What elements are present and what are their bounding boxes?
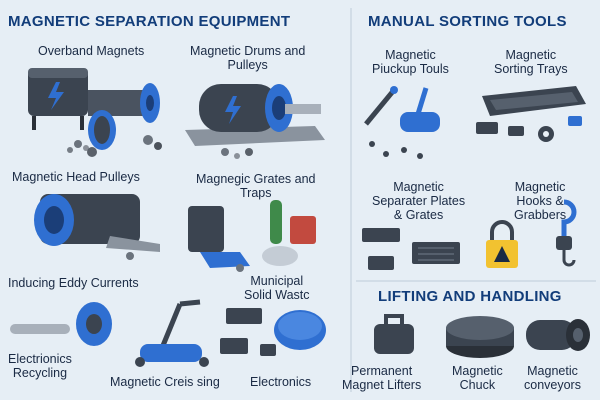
label-inducing-eddy-currents: Inducing Eddy Currents	[8, 276, 139, 290]
label-permanent-magnet-lifters: Permanent Magnet Lifters	[342, 364, 422, 392]
separator-plates-illustration	[362, 228, 460, 270]
padlock-icon	[490, 220, 514, 240]
section-divider-lifting	[356, 280, 596, 282]
grates-traps-illustration	[188, 200, 316, 272]
label-overband-magnets: Overband Magnets	[38, 44, 145, 58]
electronics-recycling-illustration	[10, 302, 112, 346]
heading-lifting-handling: LIFTING AND HANDLING	[378, 288, 562, 305]
label-magnetic-separator-plates: Magnetic Separater Plates & Grates	[372, 180, 466, 222]
magnetic-chuck-illustration	[446, 316, 514, 358]
label-municipal-solid-waste: Municipal Solid Wastc	[244, 274, 310, 302]
magnetic-sweeper-illustration	[135, 299, 209, 367]
permanent-lifter-illustration	[374, 314, 414, 354]
label-magnetic-sorting-trays: Magnetic Sorting Trays	[494, 48, 568, 76]
label-magnetic-drums: Magnetic Drums and Pulleys	[190, 44, 306, 72]
magnetic-conveyor-illustration	[526, 319, 590, 351]
magnetic-drum-illustration	[185, 84, 325, 159]
lightning-icon	[48, 82, 64, 110]
label-magnetic-conveyors: Magnetic conveyors	[524, 364, 581, 392]
label-magnetic-chuck: Magnetic Chuck	[452, 364, 503, 392]
hook-icon	[561, 199, 577, 238]
label-magnetic-hooks-grabbers: Magnetic Hooks & Grabbers	[514, 180, 567, 222]
label-magnetic-pickup-tools: Magnetic Piuckup Touls	[372, 48, 449, 76]
label-electronics: Electronics	[250, 375, 312, 389]
heading-magnetic-separation: MAGNETIC SEPARATION EQUIPMENT	[8, 13, 291, 30]
label-magnetic-head-pulleys: Magnetic Head Pulleys	[12, 170, 140, 184]
label-magnetic-grates-traps: Magnegic Grates and Traps	[196, 172, 316, 200]
label-electronics-recycling: Electrionics Recycling	[8, 352, 72, 380]
section-divider	[350, 8, 352, 392]
label-magnetic-creis-sing: Magnetic Creis sing	[110, 375, 220, 389]
hooks-grabbers-illustration	[486, 199, 577, 268]
head-pulley-illustration	[34, 194, 160, 260]
warning-icon	[494, 246, 510, 262]
lightning-icon	[225, 96, 241, 124]
electronics-illustration	[220, 308, 326, 356]
heading-manual-sorting: MANUAL SORTING TOOLS	[368, 13, 567, 30]
overband-magnet-illustration	[28, 68, 162, 157]
pickup-tools-illustration	[364, 86, 440, 159]
sorting-tray-illustration	[476, 86, 586, 142]
